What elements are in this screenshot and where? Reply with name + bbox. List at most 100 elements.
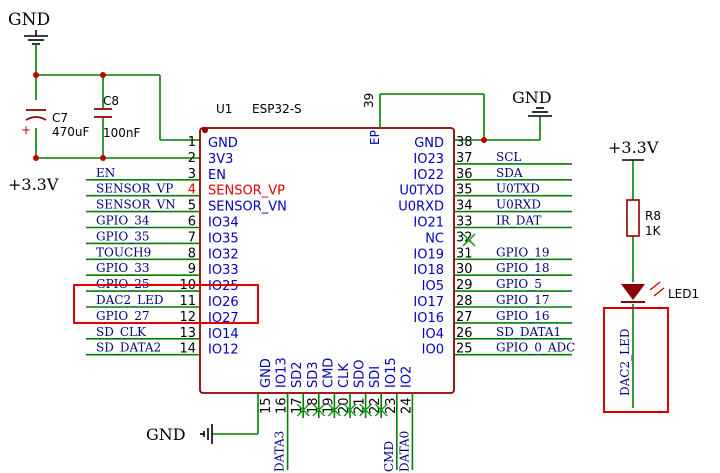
pin-name-20: CLK [337,363,352,388]
pin-number-36: 36 [456,167,473,182]
pin-number-33: 33 [456,215,473,230]
pin-number-23: 23 [384,397,399,414]
net-label-touch9: TOUCH9 [96,245,151,259]
net-label-sensor_vp: SENSOR_VP [96,182,173,196]
net-label-en: EN [96,166,115,180]
highlight-dac2-pin [73,284,259,324]
pin-number-38: 38 [456,135,473,150]
pin-name-1: GND [208,136,238,151]
pin-number-7: 7 [188,230,196,245]
pin-name-23: IO15 [384,357,399,388]
r8-ref: R8 [645,209,661,223]
pin-name-17: SD2 [290,361,305,388]
c8-value: 100nF [103,126,141,140]
pin-name-16: IO13 [275,357,290,388]
module-ref: U1 [216,102,232,116]
pin-name-22: SDI [368,366,383,388]
pin-number-37: 37 [456,151,473,166]
net-label-gpio_0_adc: GPIO_0_ADC [496,341,575,355]
pin-number-16: 16 [275,397,290,414]
pin-name-24: IO2 [399,366,414,388]
net-label-gpio_17: GPIO_17 [496,293,550,307]
ep-pin-number: 39 [362,93,376,108]
pin-name-2: 3V3 [208,152,233,167]
net-label-scl: SCL [496,150,521,164]
pin-name-30: IO18 [413,263,444,278]
pin-name-8: IO32 [208,247,239,262]
gnd-top-left-symbol [24,30,48,45]
resistor-r8-symbol [626,199,640,237]
net-label-dac2_led: DAC2_LED [96,293,163,307]
pin-number-17: 17 [290,397,305,414]
pin-name-33: IO21 [413,216,444,231]
pin-number-1: 1 [188,135,196,150]
pin-number-22: 22 [368,397,383,414]
c8-ref: C8 [103,94,119,108]
pin-name-11: IO26 [208,295,239,310]
led1-symbol [621,281,665,303]
pin-number-30: 30 [456,262,473,277]
pin-number-8: 8 [188,246,196,261]
ep-pin-name: EP [368,130,382,145]
net-label-cmd: CMD [382,441,396,472]
pin-name-6: IO34 [208,216,239,231]
pin-name-38: GND [414,136,444,151]
no-connect-mark [462,233,476,247]
net-label-ir_dat: IR_DAT [496,214,541,228]
pin-number-28: 28 [456,294,473,309]
v33-right-label: +3.3V [608,138,659,157]
no-connect-x2-21 [359,403,373,417]
pin-number-6: 6 [188,215,196,230]
pin-number-2: 2 [188,151,196,166]
pin-number-15: 15 [259,397,274,414]
pin-number-24: 24 [399,397,414,414]
bottom-pin-group: GND15IO1316DATA3SD217SD318CMD19CLK20SDO2… [259,357,414,472]
gnd-bottom-wire [212,393,259,435]
pin-name-3: EN [208,168,226,183]
pin-name-31: IO19 [413,247,444,262]
pin-name-5: SENSOR_VN [208,200,287,215]
pin1-marker [202,127,208,133]
c7-value: 470uF [52,125,90,139]
pin-number-14: 14 [179,342,196,357]
pin-number-31: 31 [456,246,473,261]
pin-name-19: CMD [321,358,336,388]
no-connect-x2-22 [374,403,388,417]
gnd-bottom-symbol [200,424,213,444]
module-part: ESP32-S [252,102,302,116]
net-label-gpio_16: GPIO_16 [496,309,550,323]
ep-wire [379,93,541,141]
pin-number-35: 35 [456,183,473,198]
pin-number-5: 5 [188,199,196,214]
pin-name-13: IO14 [208,327,239,342]
esp32-module-body [199,127,455,394]
pin-name-27: IO16 [413,311,444,326]
net-label-gpio_5: GPIO_5 [496,277,542,291]
c7-ref: C7 [52,111,68,125]
c7-polarity-mark: + [21,123,31,137]
no-connect-x2-20 [343,403,357,417]
pin-name-37: IO23 [413,152,444,167]
pin-number-20: 20 [337,397,352,414]
pin-name-28: IO17 [413,295,444,310]
no-connect-x2-17 [296,403,310,417]
pin-number-12: 12 [179,310,196,325]
junction-dots-left [33,72,106,161]
pin-number-32: 32 [456,230,473,245]
pin-name-35: U0TXD [399,184,444,199]
pin-number-9: 9 [188,262,196,277]
led1-ref: LED1 [668,287,699,301]
pin-number-25: 25 [456,342,473,357]
net-label-sd_data1: SD_DATA1 [496,325,561,339]
pin-name-15: GND [259,358,274,388]
net-label-gpio_19: GPIO_19 [496,245,550,259]
net-label-sd_data2: SD_DATA2 [96,341,161,355]
net-label-gpio_35: GPIO_35 [96,229,150,243]
net-label-sensor_vn: SENSOR_VN [96,198,176,212]
net-label-sda: SDA [496,166,523,180]
pin-name-9: IO33 [208,263,239,278]
pin-name-4: SENSOR_VP [208,184,285,199]
pin-name-26: IO4 [422,327,444,342]
